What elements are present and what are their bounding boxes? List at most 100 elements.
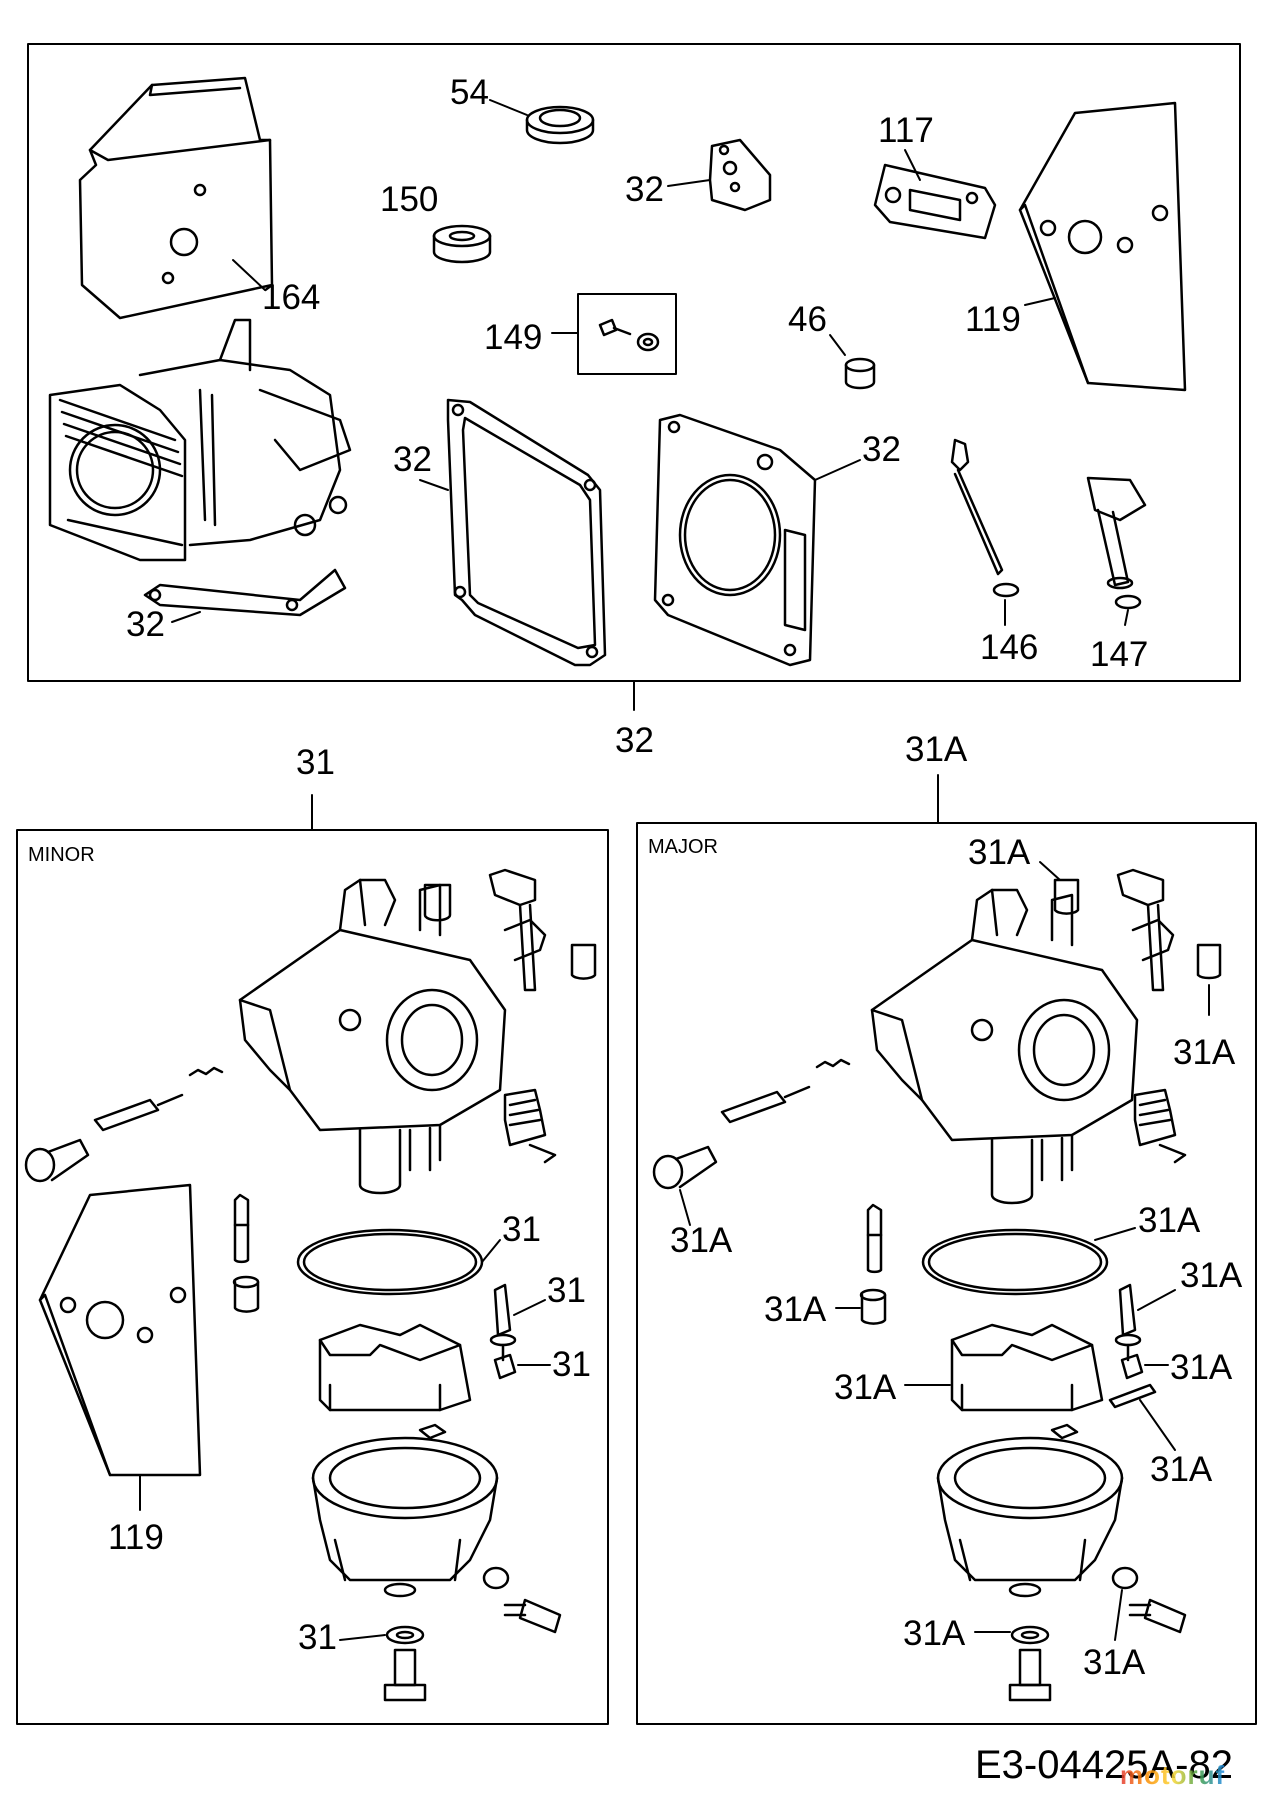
label-32-head: 32 <box>862 430 901 469</box>
label-31a-screw: 31A <box>670 1221 733 1260</box>
label-31a-cap-right: 31A <box>1173 1033 1236 1072</box>
filler-tube-147 <box>1086 476 1147 610</box>
gasket-117 <box>873 163 997 240</box>
oring-major <box>921 1228 1109 1296</box>
leader-117 <box>904 149 921 181</box>
drain-screw-major <box>1111 1566 1187 1634</box>
leader-major-needle <box>1137 1289 1176 1311</box>
bowl-major <box>936 1436 1124 1598</box>
label-146: 146 <box>980 628 1039 667</box>
bolt-washer-149 <box>577 293 677 375</box>
label-119: 119 <box>965 300 1021 339</box>
sleeve-46 <box>844 357 876 390</box>
label-46: 46 <box>788 300 827 339</box>
washer-major <box>1010 1625 1050 1645</box>
choke-shaft-minor <box>488 868 547 992</box>
screw-head-major <box>652 1145 718 1190</box>
label-119-minor: 119 <box>108 1518 164 1557</box>
leader-147 <box>1124 609 1129 626</box>
label-150: 150 <box>380 180 439 219</box>
leader-major-gasket <box>1094 1227 1136 1241</box>
head-gasket-32 <box>653 413 817 667</box>
leader-major-oring <box>1114 1589 1123 1641</box>
label-31a-collar: 31A <box>764 1290 827 1329</box>
label-31a-oring: 31A <box>1083 1643 1146 1682</box>
washer-minor <box>385 1625 425 1645</box>
label-32-left: 32 <box>126 605 165 644</box>
diagram-code: E3-04425A-82 <box>975 1743 1233 1787</box>
pin-major <box>859 1203 887 1325</box>
label-117: 117 <box>878 111 934 150</box>
callout-31a: 31A <box>905 730 968 769</box>
carburetor-minor <box>238 878 507 1195</box>
major-panel-title: MAJOR <box>648 836 718 858</box>
watermark-logo: motoruf <box>1120 1760 1226 1790</box>
float-minor <box>318 1323 472 1440</box>
leader-major-screw <box>679 1189 691 1226</box>
bolt-major <box>1008 1648 1052 1702</box>
label-31-needle: 31 <box>547 1271 586 1310</box>
spring-major <box>1133 1088 1187 1164</box>
leader-minor-washer <box>339 1634 386 1641</box>
leader-major-cap-top <box>1039 861 1061 881</box>
small-gasket-32 <box>708 138 772 212</box>
label-32-small: 32 <box>625 170 664 209</box>
label-32-cover: 32 <box>393 440 432 479</box>
leader-32b <box>171 611 201 623</box>
label-164: 164 <box>262 278 321 317</box>
label-31-gasket: 31 <box>502 1210 541 1249</box>
minor-panel-frame <box>16 829 609 1725</box>
label-31a-pin: 31A <box>1150 1450 1213 1489</box>
leader-32d <box>814 459 861 481</box>
drain-screw-minor <box>482 1566 562 1634</box>
label-31-clip: 31 <box>552 1345 591 1384</box>
leader-major-pin <box>1139 1399 1176 1451</box>
label-149: 149 <box>484 318 543 357</box>
needle-valve-major <box>1114 1283 1142 1362</box>
leader-minor-gasket <box>481 1239 501 1263</box>
spring-minor <box>503 1088 557 1164</box>
leader-46 <box>829 334 846 356</box>
bowl-minor <box>311 1436 499 1598</box>
leader-32a <box>667 179 711 187</box>
clip-minor <box>493 1353 517 1380</box>
oring-minor <box>296 1228 484 1296</box>
shroud-plate-164 <box>78 76 274 320</box>
label-31a-float: 31A <box>834 1368 897 1407</box>
clip-major <box>1120 1353 1144 1380</box>
label-54: 54 <box>450 73 489 112</box>
label-31a-needle: 31A <box>1180 1256 1243 1295</box>
pin-minor <box>232 1193 260 1313</box>
minor-panel-title: MINOR <box>28 844 95 866</box>
leader-164 <box>232 259 266 291</box>
leader-32c <box>419 479 449 491</box>
label-31a-washer: 31A <box>903 1614 966 1653</box>
carburetor-major <box>870 888 1139 1205</box>
needle-valve-minor <box>489 1283 517 1362</box>
idle-screw-minor <box>93 1066 224 1132</box>
oil-seal-54 <box>525 105 595 145</box>
leader-54 <box>489 99 528 116</box>
engine-cylinder <box>48 318 352 562</box>
label-31a-clip: 31A <box>1170 1348 1233 1387</box>
callout-32: 32 <box>615 721 654 760</box>
plate-119-minor <box>38 1183 202 1477</box>
label-31a-gasket: 31A <box>1138 1201 1201 1240</box>
label-31a-cap-top: 31A <box>968 833 1031 872</box>
bushing-150 <box>432 224 492 264</box>
label-147: 147 <box>1090 635 1149 674</box>
leader-119 <box>1024 297 1056 306</box>
float-major <box>950 1323 1157 1440</box>
gasket-32-left <box>143 568 347 617</box>
label-31-washer: 31 <box>298 1618 337 1657</box>
idle-screw-major <box>720 1058 851 1124</box>
dipstick-146 <box>950 438 1020 598</box>
bolt-minor <box>383 1648 427 1702</box>
callout-31: 31 <box>296 743 335 782</box>
plate-119 <box>1018 101 1187 392</box>
caps-major <box>1053 878 1222 980</box>
gasket-32-cover <box>446 398 607 667</box>
screw-head-minor <box>24 1138 90 1183</box>
major-panel-frame <box>636 822 1257 1725</box>
choke-shaft-major <box>1116 868 1175 992</box>
